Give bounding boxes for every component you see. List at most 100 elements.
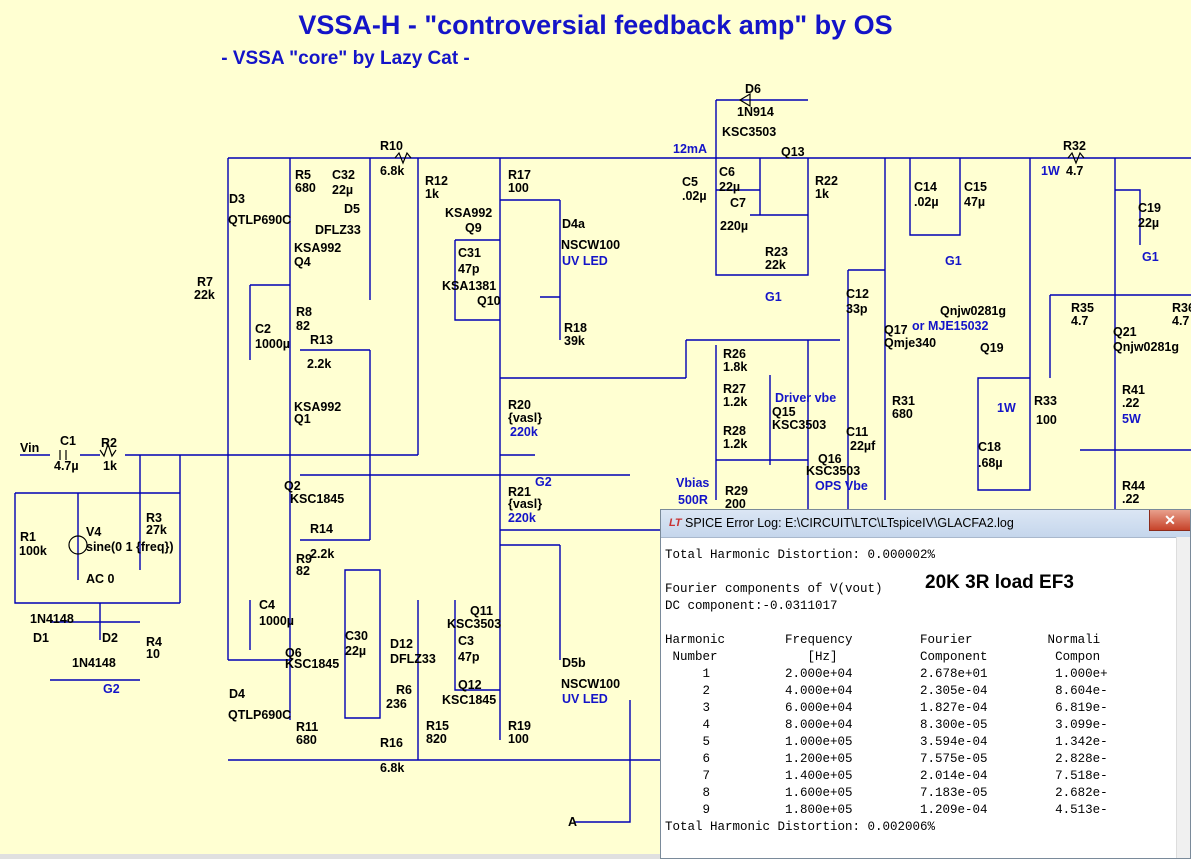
label-g1-c: G1 — [1142, 250, 1159, 264]
label-c19-value: 22µ — [1138, 216, 1160, 230]
label-r35: R35 — [1071, 301, 1094, 315]
label-c32: C32 — [332, 168, 355, 182]
label-ksa992-c: KSA992 — [294, 400, 342, 414]
ltspice-icon: LT — [669, 517, 682, 529]
label-c2: C2 — [255, 322, 271, 336]
label-r15-value: 820 — [426, 732, 447, 746]
label-1w-a: 1W — [1041, 164, 1060, 178]
label-c18-value: .68µ — [978, 456, 1003, 470]
label-c1: C1 — [60, 434, 76, 448]
label-g1-b: G1 — [945, 254, 962, 268]
page-title: VSSA-H - "controversial feedback amp" by… — [298, 10, 893, 40]
log-text-area[interactable]: Total Harmonic Distortion: 0.000002%Four… — [665, 537, 1176, 858]
label-ksc3503-d: KSC3503 — [806, 464, 861, 478]
label-r9-value: 82 — [296, 564, 310, 578]
label-q17: Q17 — [884, 323, 908, 337]
label-c15: C15 — [964, 180, 987, 194]
log-line: 8 1.600e+05 7.183e-05 2.682e- — [665, 786, 1108, 800]
label-d5b: D5b — [562, 656, 586, 670]
label-r5-value: 680 — [295, 181, 316, 195]
label-c31-value: 47p — [458, 262, 480, 276]
label-r17-value: 100 — [508, 181, 529, 195]
label-q1: Q1 — [294, 412, 311, 426]
log-line: DC component:-0.0311017 — [665, 599, 838, 613]
label-r27-value: 1.2k — [723, 395, 748, 409]
label-q19: Q19 — [980, 341, 1004, 355]
label-r23: R23 — [765, 245, 788, 259]
label-r28: R28 — [723, 424, 746, 438]
label-c31: C31 — [458, 246, 481, 260]
label-r13-value: 2.2k — [307, 357, 332, 371]
label-500r: 500R — [678, 493, 708, 507]
label-r13: R13 — [310, 333, 333, 347]
label-r41-value: .22 — [1122, 396, 1140, 410]
log-line: 2 4.000e+04 2.305e-04 8.604e- — [665, 684, 1108, 698]
log-line: Total Harmonic Distortion: 0.000002% — [665, 548, 936, 562]
label-q13: Q13 — [781, 145, 805, 159]
label-r32: R32 — [1063, 139, 1086, 153]
label-r7-value: 22k — [194, 288, 215, 302]
label-d3-value: QTLP690C — [228, 213, 292, 227]
label-q21: Q21 — [1113, 325, 1137, 339]
label-ksc3503-b: KSC3503 — [447, 617, 502, 631]
spice-error-log-window[interactable]: LT SPICE Error Log: E:\CIRCUIT\LTC\LTspi… — [660, 509, 1191, 859]
label-or-mje15032: or MJE15032 — [912, 319, 989, 333]
label-q9: Q9 — [465, 221, 482, 235]
label-uv-led-b: UV LED — [562, 692, 608, 706]
label-r8-value: 82 — [296, 319, 310, 333]
label-c18: C18 — [978, 440, 1001, 454]
label-q4: Q4 — [294, 255, 311, 269]
log-line: 1 2.000e+04 2.678e+01 1.000e+ — [665, 667, 1108, 681]
log-line: 6 1.200e+05 7.575e-05 2.828e- — [665, 752, 1108, 766]
label-c6: C6 — [719, 165, 735, 179]
label-5w: 5W — [1122, 412, 1141, 426]
label-ksa992-b: KSA992 — [294, 241, 342, 255]
label-r12-value: 1k — [425, 187, 439, 201]
label-r44-value: .22 — [1122, 492, 1140, 506]
label-d4a: D4a — [562, 217, 585, 231]
label-c32-value: 22µ — [332, 183, 354, 197]
label-c15-value: 47µ — [964, 195, 986, 209]
close-icon[interactable]: ✕ — [1149, 510, 1190, 531]
label-g2-b: G2 — [103, 682, 120, 696]
label-ksa1381: KSA1381 — [442, 279, 497, 293]
label-c30-value: 22µ — [345, 644, 367, 658]
label-nscw100-a: NSCW100 — [561, 238, 621, 252]
label-r11-value: 680 — [296, 733, 317, 747]
label-ksc1845-c: KSC1845 — [442, 693, 497, 707]
label-g2-a: G2 — [535, 475, 552, 489]
label-r19-value: 100 — [508, 732, 529, 746]
label-ksc3503-c: KSC3503 — [772, 418, 827, 432]
label-v4: V4 — [86, 525, 102, 539]
log-line: 9 1.800e+05 1.209e-04 4.513e- — [665, 803, 1108, 817]
label-r20: R20 — [508, 398, 531, 412]
horizontal-scrollbar[interactable] — [0, 854, 660, 859]
label-r33-value: 100 — [1036, 413, 1057, 427]
label-c14-value: .02µ — [914, 195, 939, 209]
vertical-scrollbar[interactable] — [1176, 537, 1190, 858]
label-c1-value: 4.7µ — [54, 459, 79, 473]
label-c3: C3 — [458, 634, 474, 648]
label-r7: R7 — [197, 275, 213, 289]
label-c11-value: 22µf — [850, 439, 876, 453]
label-r14-value: 2.2k — [310, 547, 335, 561]
label-r22: R22 — [815, 174, 838, 188]
label-r44: R44 — [1122, 479, 1145, 493]
label-d2: D2 — [102, 631, 118, 645]
label-r26: R26 — [723, 347, 746, 361]
label-q12: Q12 — [458, 678, 482, 692]
log-line: Total Harmonic Distortion: 0.002006% — [665, 820, 936, 834]
label-nscw100-b: NSCW100 — [561, 677, 621, 691]
label-r29-value: 200 — [725, 497, 746, 511]
label-r6-value: 236 — [386, 697, 407, 711]
label-dflz33-a: DFLZ33 — [315, 223, 361, 237]
label-c6-value: 22µ — [719, 180, 741, 194]
label-220k-b: 220k — [508, 511, 536, 525]
label-d6: D6 — [745, 82, 761, 96]
page-subtitle: - VSSA "core" by Lazy Cat - — [221, 48, 470, 69]
label-c3-value: 47p — [458, 650, 480, 664]
label-d3: D3 — [229, 192, 245, 206]
label-c30: C30 — [345, 629, 368, 643]
log-window-titlebar[interactable]: LT SPICE Error Log: E:\CIRCUIT\LTC\LTspi… — [661, 510, 1190, 538]
